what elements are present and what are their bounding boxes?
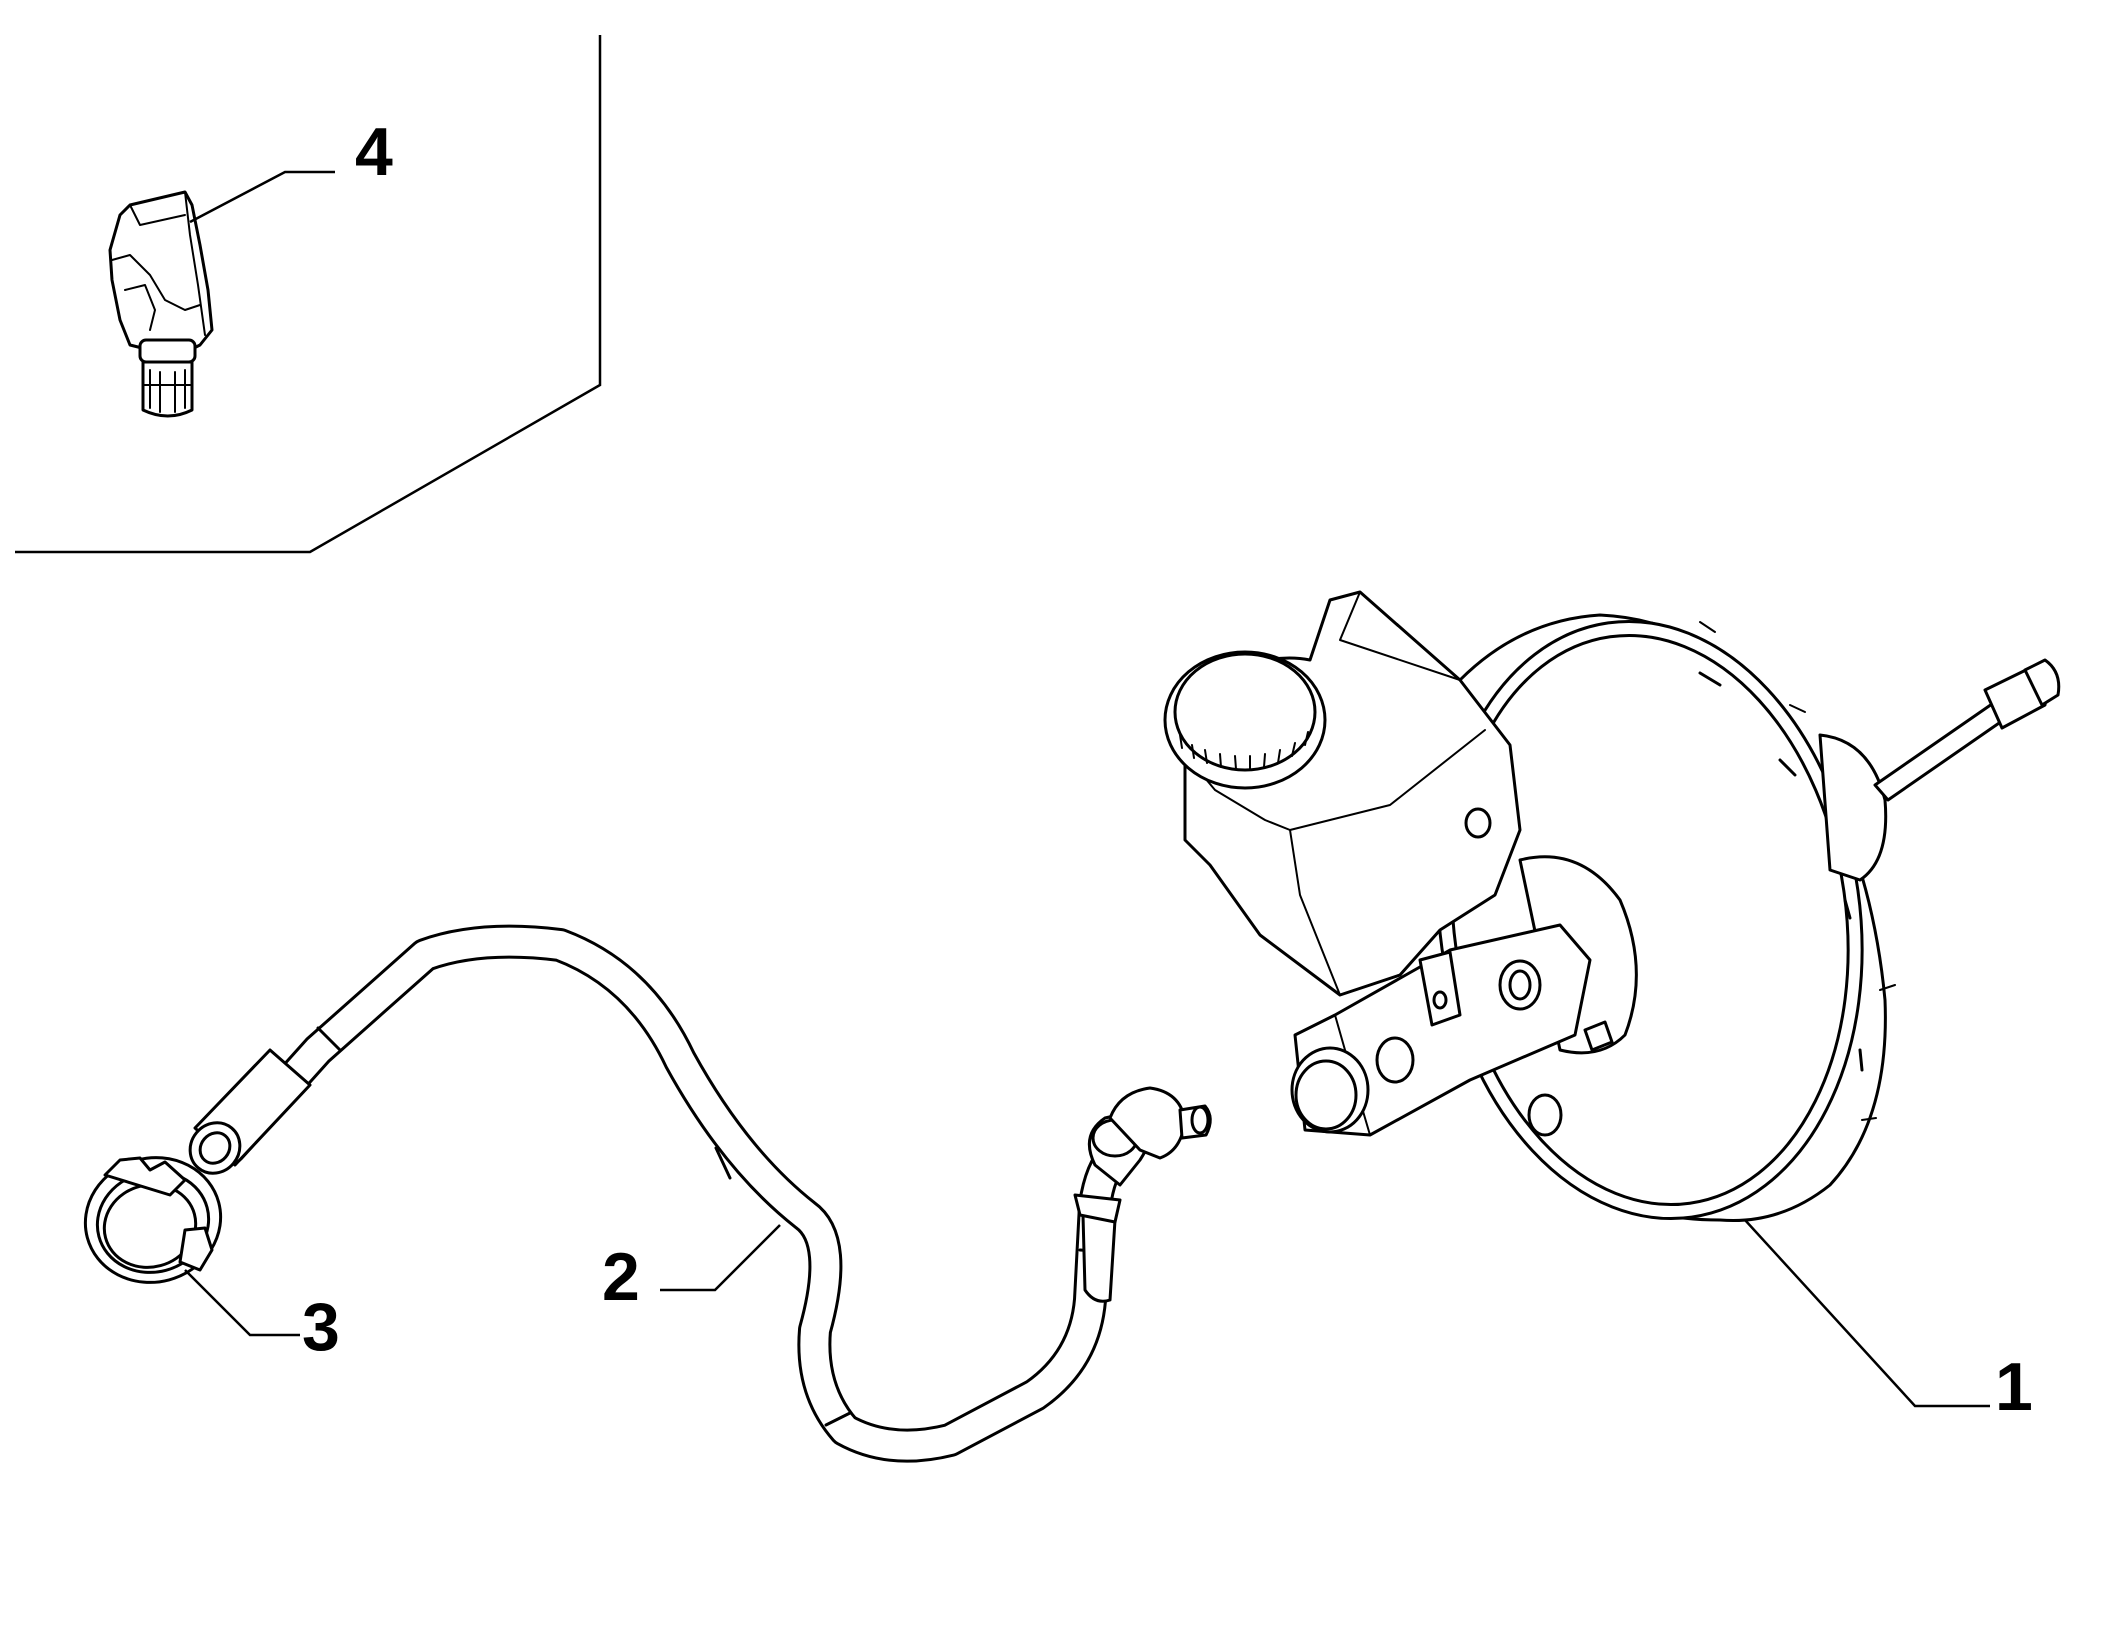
leader-1 <box>1744 1219 1990 1408</box>
part-1-brake-booster[interactable] <box>1163 590 2061 1246</box>
part-3-clamp[interactable] <box>71 1143 234 1298</box>
part-4-hose-clip[interactable] <box>108 190 214 418</box>
callout-label-3: 3 <box>302 1289 340 1365</box>
callout-leaders <box>184 170 1990 1408</box>
callout-label-1: 1 <box>1995 1349 2033 1425</box>
inset-frame <box>15 35 602 554</box>
leader-4 <box>189 170 335 224</box>
leader-2 <box>660 1224 781 1292</box>
callout-label-4: 4 <box>355 114 393 190</box>
leader-3 <box>184 1269 300 1337</box>
callout-label-2: 2 <box>602 1239 640 1315</box>
part-2-vacuum-hose[interactable] <box>180 924 1212 1463</box>
